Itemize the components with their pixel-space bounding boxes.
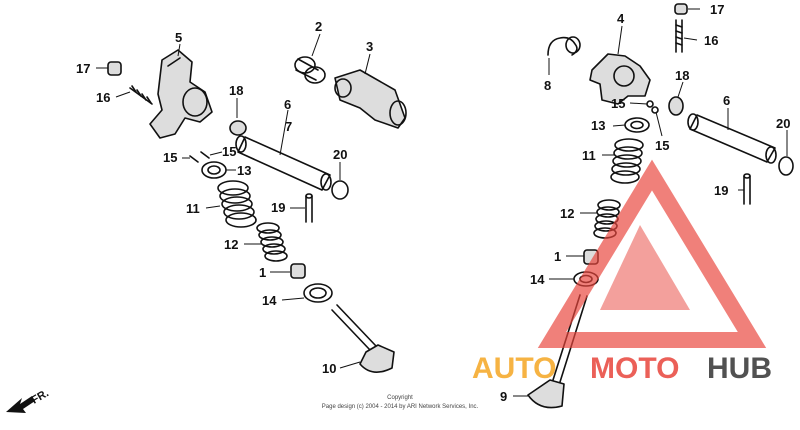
callout-17-right: 17 — [710, 2, 724, 17]
callout-17-left: 17 — [76, 61, 90, 76]
callout-15-right-b: 15 — [655, 138, 669, 153]
part-13-retainer-right — [624, 117, 650, 133]
part-14-spring-seat-left — [303, 283, 333, 303]
part-6-7-rocker-shaft-left — [235, 135, 332, 191]
part-16-screw-right — [675, 19, 683, 53]
callout-14-right: 14 — [530, 272, 545, 287]
callout-4: 4 — [617, 11, 625, 26]
callout-11-left: 11 — [186, 201, 200, 216]
part-15-cotters-right — [646, 100, 659, 114]
part-11-outer-spring-right — [610, 138, 644, 184]
part-17-nut-right — [674, 3, 688, 15]
callouts: 5 17 16 18 2 3 6 7 20 19 15 15 13 11 12 … — [76, 2, 790, 404]
callout-10: 10 — [322, 361, 336, 376]
part-10-valve — [331, 304, 395, 373]
callout-12-right: 12 — [560, 206, 574, 221]
part-20-oring-right — [778, 156, 794, 176]
part-8-spring-clip — [547, 36, 581, 56]
callout-15-left-b: 15 — [222, 144, 236, 159]
callout-8: 8 — [544, 78, 551, 93]
part-3-camshaft-holder — [334, 69, 407, 129]
front-arrow-icon — [6, 396, 35, 413]
callout-14-left: 14 — [262, 293, 277, 308]
part-18-cap-left — [229, 120, 247, 136]
callout-13-right: 13 — [591, 118, 605, 133]
watermark-brand-auto: AUTO — [472, 352, 556, 385]
part-4-rocker-arm — [589, 53, 651, 105]
callout-5-left: 5 — [175, 30, 182, 45]
part-17-nut-left — [107, 61, 122, 76]
part-15-cotters-left — [189, 151, 210, 163]
watermark-brand-moto: MOTO — [590, 352, 679, 385]
part-12-inner-spring-left — [256, 222, 288, 262]
part-11-outer-spring-left — [217, 180, 257, 228]
part-18-cap-right — [668, 96, 684, 116]
callout-20-right: 20 — [776, 116, 790, 131]
callout-9: 9 — [500, 389, 507, 404]
part-6-rocker-shaft-right — [687, 113, 777, 164]
callout-18-left: 18 — [229, 83, 243, 98]
callout-1-right: 1 — [554, 249, 561, 264]
callout-6-right: 6 — [723, 93, 730, 108]
callout-15-left-a: 15 — [163, 150, 177, 165]
copyright-text: Page design (c) 2004 - 2014 by ARI Netwo… — [322, 404, 479, 410]
callout-1-left: 1 — [259, 265, 266, 280]
callout-20-left: 20 — [333, 147, 347, 162]
part-5-rocker-arm — [149, 49, 213, 139]
callout-13-left: 13 — [237, 163, 251, 178]
part-19-pin-right — [743, 173, 751, 205]
leader-lines — [96, 8, 788, 397]
callout-2: 2 — [315, 19, 322, 34]
watermark-logo-icon — [537, 159, 767, 348]
callout-16-left: 16 — [96, 90, 110, 105]
callout-16-right: 16 — [704, 33, 718, 48]
watermark-brand-hub: HUB — [707, 352, 772, 385]
callout-18-right: 18 — [675, 68, 689, 83]
front-label: FR. — [30, 387, 51, 406]
copyright-title: Copyright — [387, 395, 413, 401]
callout-19-right: 19 — [714, 183, 728, 198]
part-1-stem-seal-left — [290, 263, 306, 279]
part-2-bushing — [294, 56, 326, 84]
callout-7: 7 — [285, 119, 292, 134]
part-13-retainer-left — [201, 161, 227, 179]
callout-12-left: 12 — [224, 237, 238, 252]
part-16-screw-left — [129, 85, 153, 105]
callout-6-left: 6 — [284, 97, 291, 112]
callout-3: 3 — [366, 39, 373, 54]
part-19-pin-left — [305, 193, 313, 223]
callout-19-left: 19 — [271, 200, 285, 215]
watermark: AUTO MOTO HUB — [472, 159, 772, 385]
part-20-oring-left — [331, 180, 349, 200]
front-direction-indicator: FR. — [6, 387, 51, 413]
callout-15-right-a: 15 — [611, 96, 625, 111]
callout-11-right: 11 — [582, 148, 596, 163]
